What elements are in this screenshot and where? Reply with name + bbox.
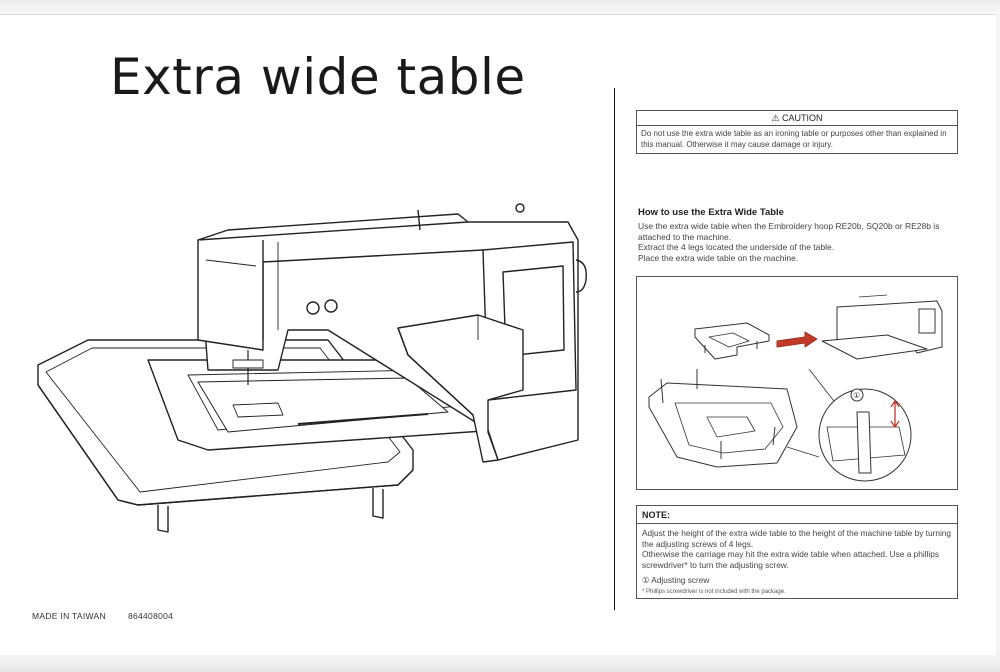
- howto-step: Use the extra wide table when the Embroi…: [638, 221, 940, 242]
- howto-step: Extract the 4 legs located the underside…: [638, 242, 835, 252]
- callout-marker: [850, 388, 864, 402]
- note-body: Adjust the height of the extra wide tabl…: [637, 524, 957, 597]
- caution-text: Do not use the extra wide table as an ir…: [641, 129, 947, 149]
- note-heading: NOTE:: [637, 506, 957, 524]
- sheet-top-edge: [0, 0, 1000, 14]
- note-text-2: Otherwise the carriage may hit the extra…: [642, 549, 939, 570]
- machine-button: [306, 301, 320, 315]
- table-leg: [157, 505, 169, 533]
- arrow-icon: [776, 331, 818, 348]
- caution-heading: ⚠ CAUTION: [637, 111, 957, 126]
- sewing-machine-illustration: [37, 203, 587, 533]
- howto-steps: Use the extra wide table when the Embroi…: [638, 221, 958, 263]
- note-legend: ① Adjusting screw: [642, 575, 710, 585]
- page-title: Extra wide table: [110, 48, 526, 106]
- caution-box: ⚠ CAUTION Do not use the extra wide tabl…: [636, 110, 958, 154]
- embroidery-hoop: [197, 377, 449, 433]
- howto-title: How to use the Extra Wide Table: [638, 207, 784, 218]
- footer-code: MADE IN TAIWAN 864408004: [32, 611, 195, 621]
- table-leg: [372, 488, 384, 519]
- column-divider: [614, 88, 615, 610]
- part-number: 864408004: [127, 611, 174, 621]
- howto-step: Place the extra wide table on the machin…: [638, 252, 799, 263]
- made-in-label: MADE IN TAIWAN: [32, 611, 106, 621]
- machine-button: [324, 299, 338, 313]
- adjust-arrow-icon: [890, 400, 900, 428]
- note-box: NOTE: Adjust the height of the extra wid…: [636, 505, 958, 599]
- sheet-bottom-edge: [0, 655, 1000, 672]
- callout-label: ①: [853, 391, 860, 400]
- note-text-1: Adjust the height of the extra wide tabl…: [642, 528, 952, 549]
- note-footnote: * Phillips screwdriver is not included w…: [642, 588, 786, 595]
- table-illustration: [694, 322, 770, 360]
- installation-figure: ①: [636, 276, 958, 490]
